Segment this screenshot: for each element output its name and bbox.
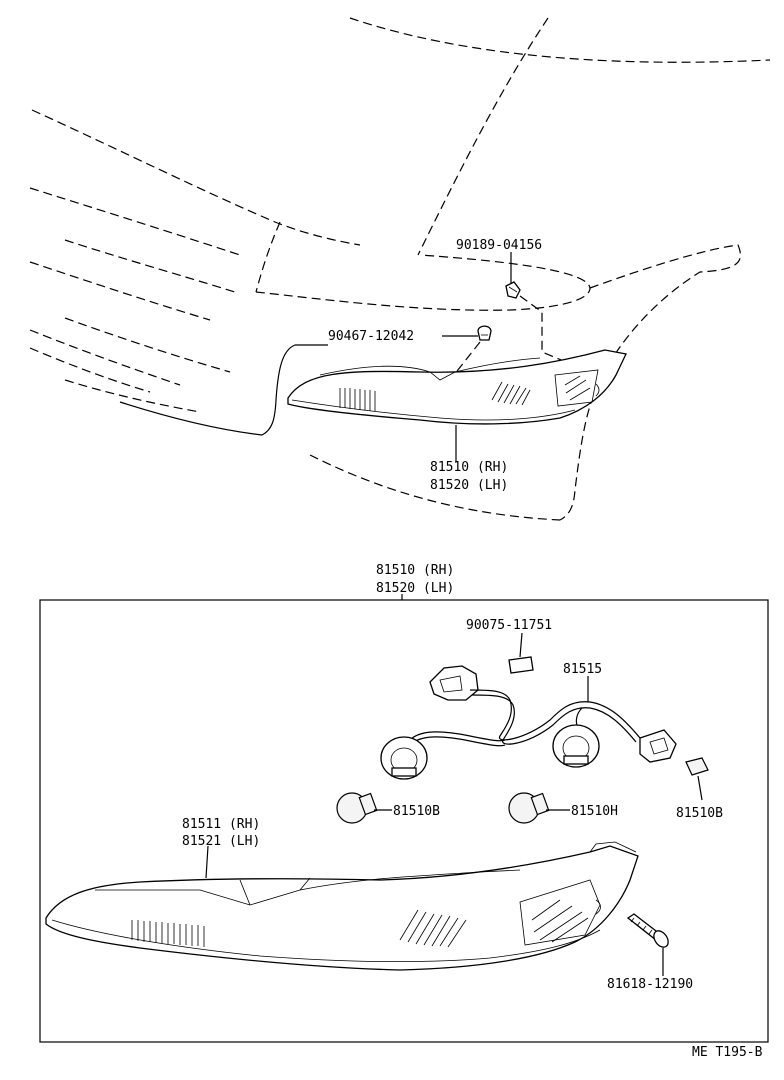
exploded-view-frame — [39, 599, 769, 1043]
label-lamp-lh-box: 81520 (LH) — [376, 581, 454, 596]
label-lens-lh: 81521 (LH) — [182, 834, 260, 849]
label-lamp-rh-box: 81510 (RH) — [376, 563, 454, 578]
lens-leader — [205, 845, 209, 879]
figure-code: ME T195-B — [692, 1045, 763, 1060]
label-lamp-lh-top: 81520 (LH) — [430, 478, 508, 493]
bulb-right-leader — [697, 775, 703, 801]
label-plate-part — [508, 656, 534, 674]
bulb-mid-part — [508, 792, 550, 824]
label-lens-rh: 81511 (RH) — [182, 817, 260, 832]
label-clip: 90189-04156 — [456, 238, 542, 253]
lamp-assembly-installed — [287, 349, 627, 425]
socket-wire-part — [380, 665, 677, 780]
label-bulb-left: 81510B — [393, 804, 440, 819]
label-label-plate: 90075-11751 — [466, 618, 552, 633]
label-socket-wire: 81515 — [563, 662, 602, 677]
label-lamp-rh-top: 81510 (RH) — [430, 460, 508, 475]
screw-part — [626, 913, 669, 948]
bulb-right-part — [685, 757, 709, 776]
lens-part — [45, 841, 639, 971]
label-bulb-right: 81510B — [676, 806, 723, 821]
bulb-left-part — [336, 792, 378, 824]
label-bulb-mid: 81510H — [571, 804, 618, 819]
clip-part — [505, 281, 521, 299]
label-screw: 81618-12190 — [607, 977, 693, 992]
label-nut: 90467-12042 — [328, 329, 414, 344]
clip-install-path — [519, 295, 567, 363]
nut-install-path — [449, 341, 481, 381]
label-plate-leader — [519, 632, 523, 658]
vehicle-body-outline — [29, 17, 771, 521]
nut-part — [477, 325, 492, 341]
